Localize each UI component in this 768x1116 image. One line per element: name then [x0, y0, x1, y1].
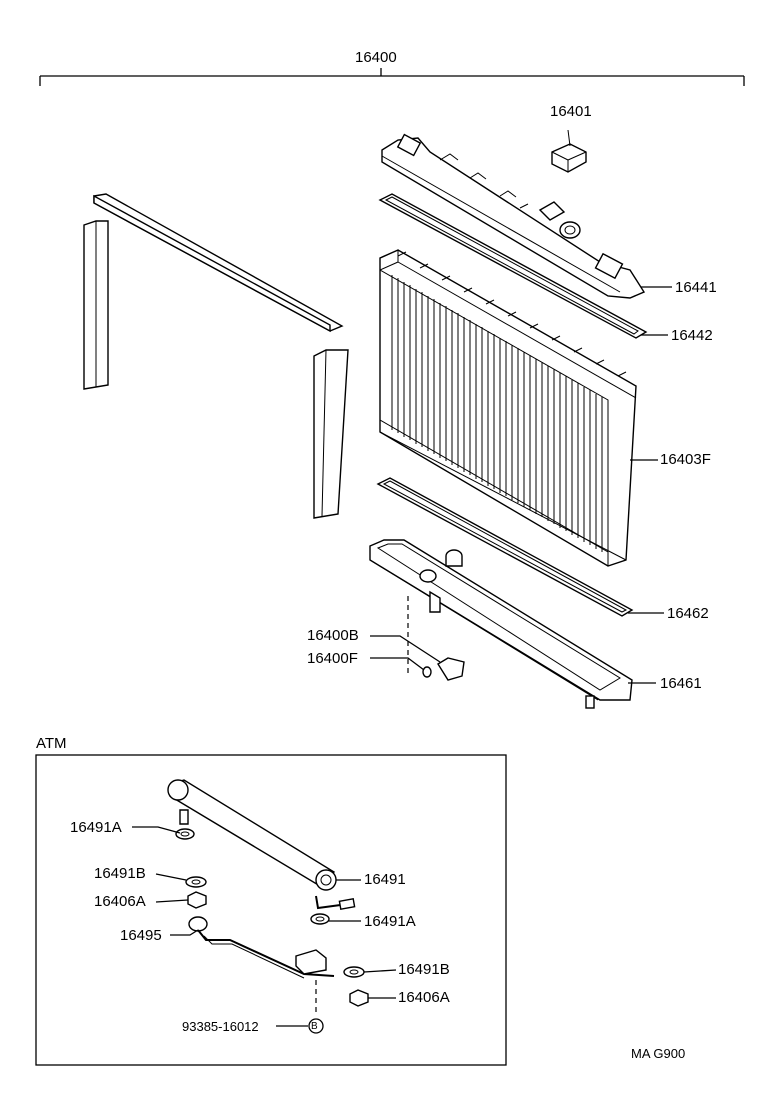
part-label-16442: 16442 [671, 327, 713, 344]
atm-label-16491: 16491 [364, 871, 406, 888]
circle-b-marker [308, 1018, 324, 1034]
part-label-16441: 16441 [675, 279, 717, 296]
atm-section-box [35, 754, 507, 1066]
assembly-bracket [39, 68, 745, 86]
oil-cooler [167, 779, 356, 910]
lower-tank [369, 539, 633, 709]
footer-code: MA G900 [631, 1046, 686, 1061]
seal-strip-right [313, 349, 349, 519]
upper-gasket [378, 193, 648, 339]
part-label-16461: 16461 [660, 675, 702, 692]
atm-label-16495: 16495 [120, 927, 162, 944]
atm-label-16491B-right: 16491B [398, 961, 450, 978]
circle-b-letter: B [311, 1021, 318, 1032]
atm-fasteners [175, 828, 369, 1007]
atm-label-93385-16012: 93385-16012 [182, 1019, 259, 1034]
atm-label-16491A-right: 16491A [364, 913, 416, 930]
core-fins [391, 275, 603, 552]
radiator-cap [551, 129, 587, 173]
oil-cooler-pipe [188, 916, 335, 1016]
atm-label-16406A-left: 16406A [94, 893, 146, 910]
part-label-16400F: 16400F [307, 650, 358, 667]
lower-gasket [376, 477, 634, 617]
upper-tank [381, 133, 646, 299]
atm-label-16491A-left: 16491A [70, 819, 122, 836]
part-label-16401: 16401 [550, 103, 592, 120]
seal-strip-left [83, 220, 109, 390]
atm-leader-lines [132, 826, 397, 1027]
section-label-atm: ATM [36, 735, 67, 752]
leader-lines [370, 286, 672, 684]
part-label-16462: 16462 [667, 605, 709, 622]
seal-strip-top [93, 193, 344, 333]
drain-cock [407, 596, 465, 681]
part-label-16403F: 16403F [660, 451, 711, 468]
radiator-core [379, 249, 637, 567]
atm-label-16406A-right: 16406A [398, 989, 450, 1006]
part-label-16400B: 16400B [307, 627, 359, 644]
atm-label-16491B-left: 16491B [94, 865, 146, 882]
assembly-label-16400: 16400 [355, 49, 397, 66]
